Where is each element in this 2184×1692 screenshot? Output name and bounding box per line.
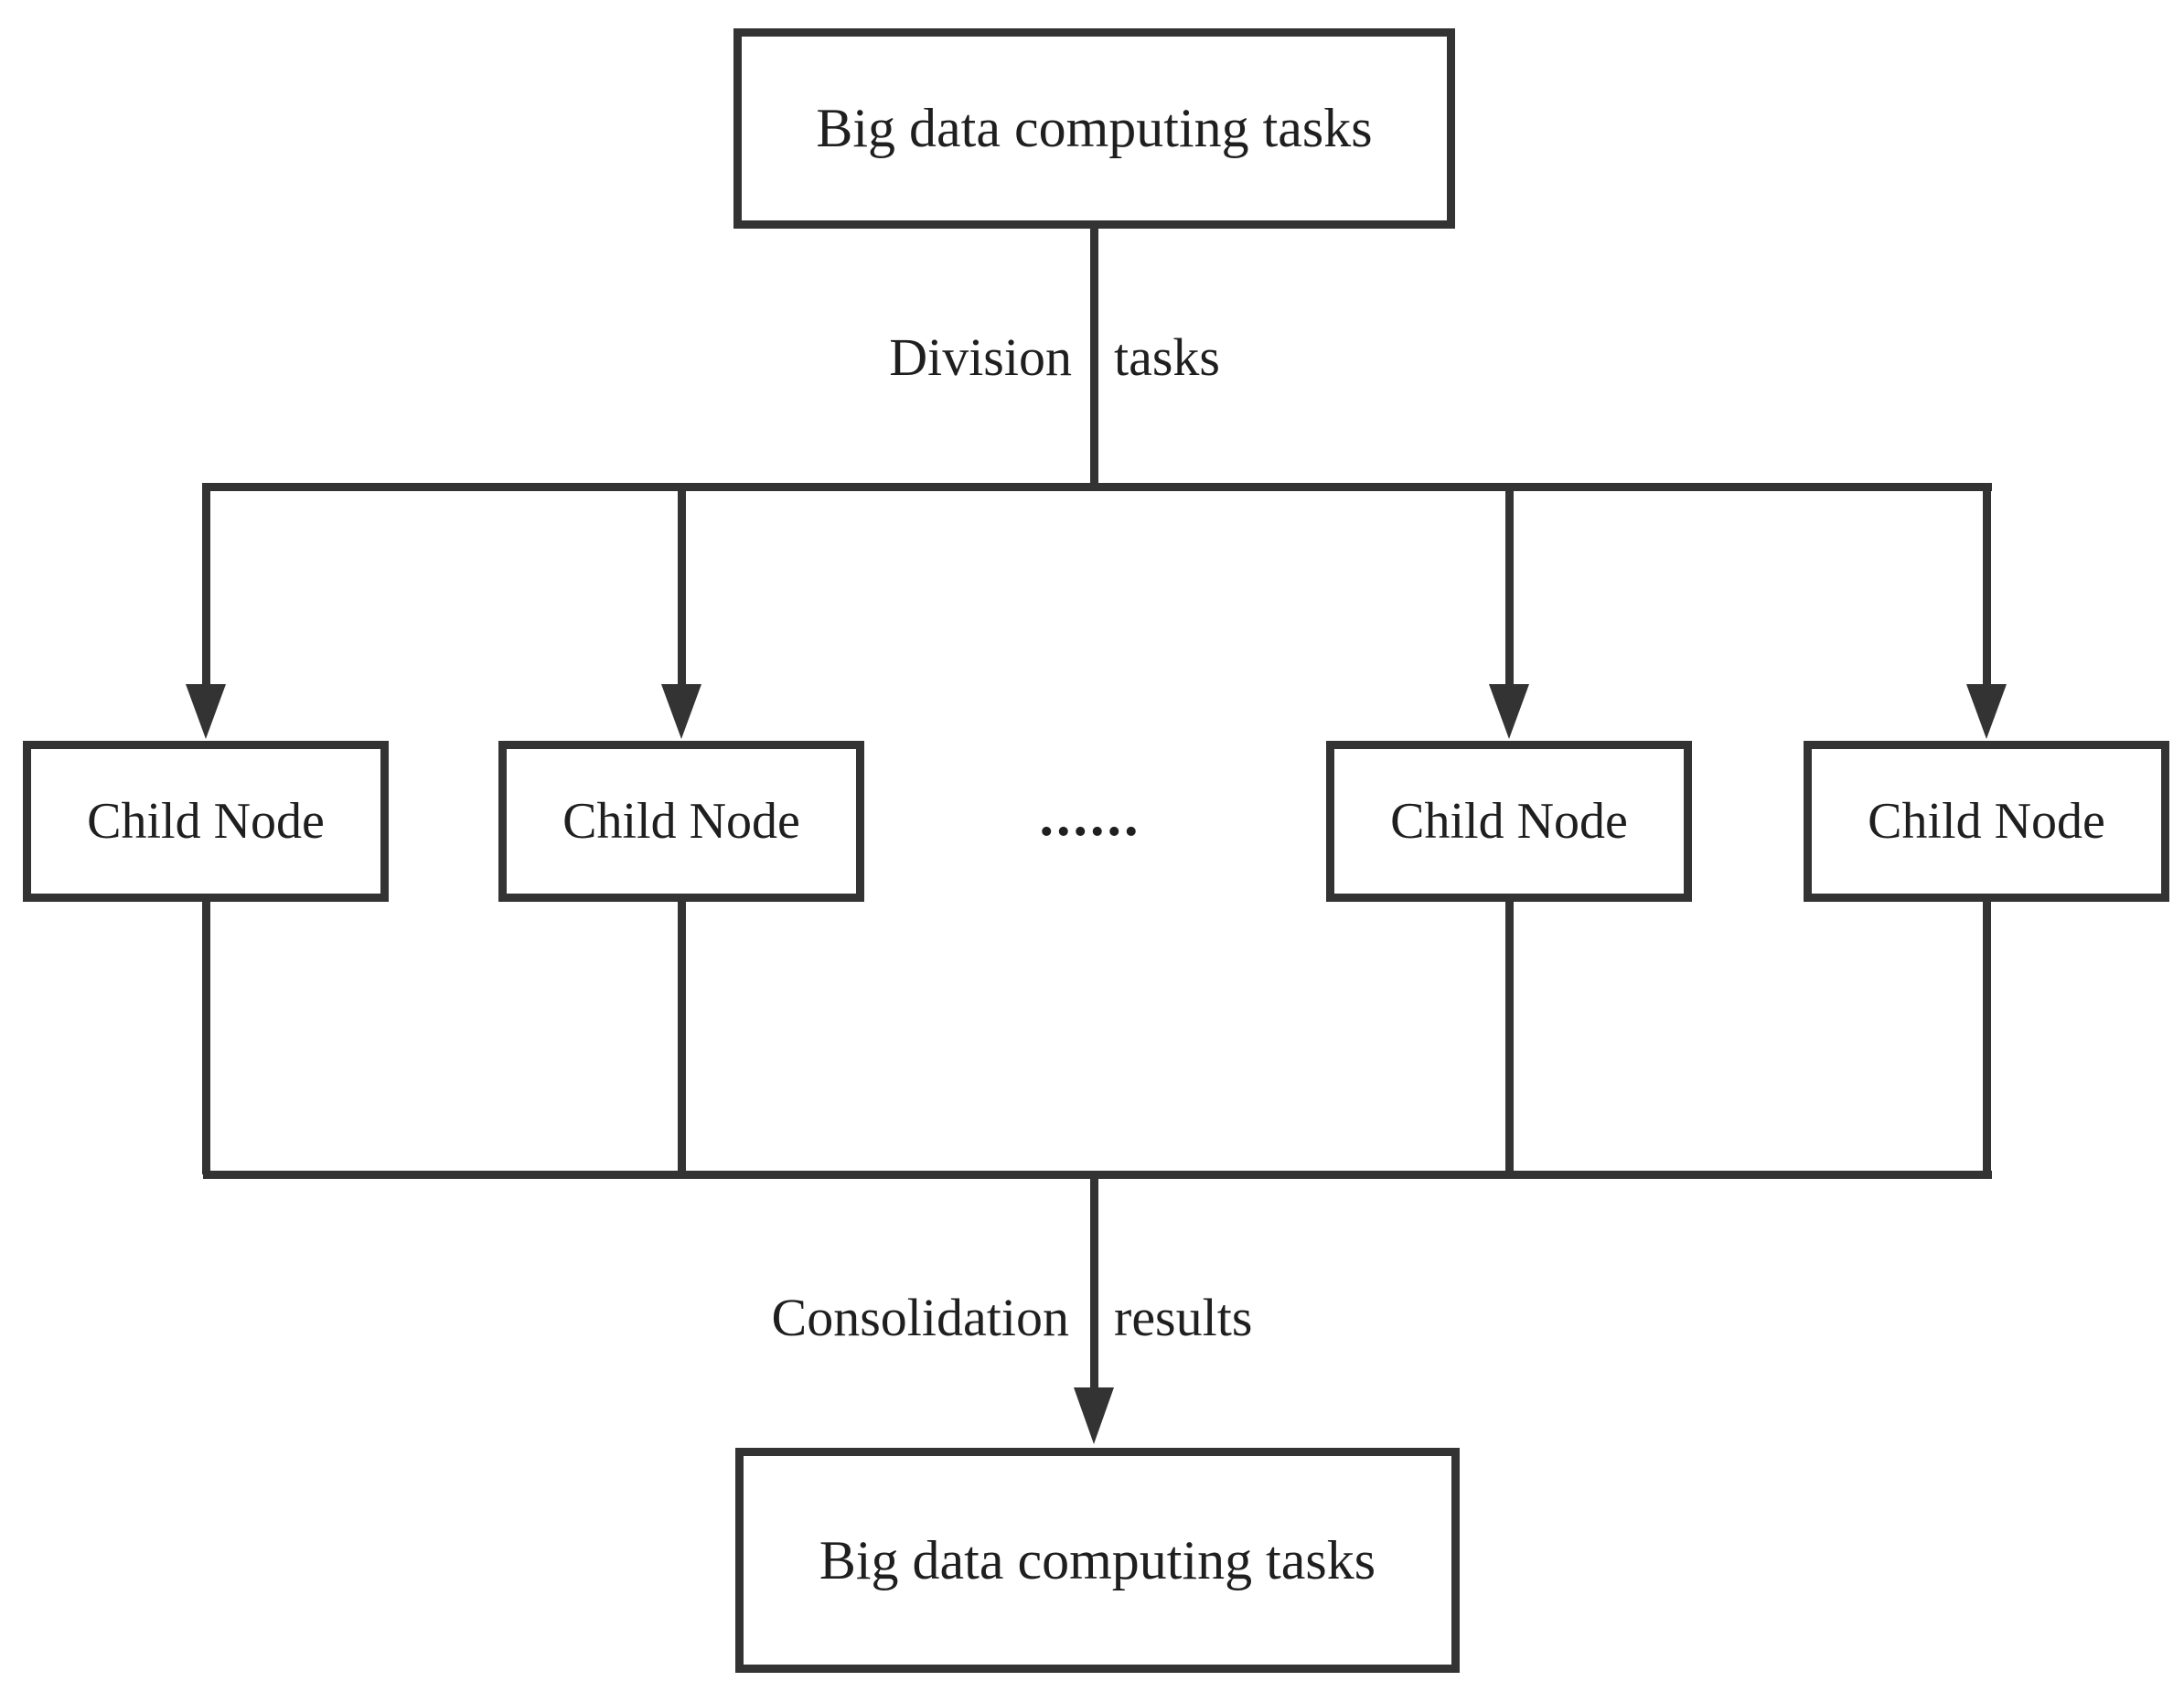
task-arrow-stem-3 <box>1505 483 1514 686</box>
arrow-down-icon <box>1966 684 2007 739</box>
child-return-line-1 <box>202 900 210 1174</box>
child-node-box-1: Child Node <box>23 741 389 902</box>
merge-to-bottom-connector-line <box>1090 1175 1098 1389</box>
child-node-label: Child Node <box>1390 793 1628 850</box>
division-label-left: Division <box>889 327 1072 387</box>
child-node-box-2: Child Node <box>498 741 864 902</box>
child-node-label: Child Node <box>1868 793 2105 850</box>
top-task-box-label: Big data computing tasks <box>816 98 1373 158</box>
child-return-line-2 <box>678 900 686 1174</box>
consolidation-label-right: results <box>1114 1288 1253 1347</box>
ellipsis-label: ...... <box>1039 786 1141 848</box>
consolidation-label-left: Consolidation <box>771 1288 1069 1347</box>
child-return-line-3 <box>1505 900 1514 1174</box>
arrow-down-icon <box>661 684 701 739</box>
child-node-box-4: Child Node <box>1804 741 2169 902</box>
result-merge-line <box>203 1171 1992 1179</box>
arrow-down-icon <box>1074 1387 1114 1444</box>
child-return-line-4 <box>1983 900 1991 1174</box>
arrow-down-icon <box>1489 684 1529 739</box>
child-node-box-3: Child Node <box>1326 741 1692 902</box>
child-node-label: Child Node <box>562 793 800 850</box>
task-arrow-stem-4 <box>1983 483 1991 686</box>
top-to-split-connector-line <box>1090 229 1098 487</box>
child-node-label: Child Node <box>87 793 325 850</box>
bottom-task-box: Big data computing tasks <box>735 1448 1460 1673</box>
task-split-line <box>203 483 1992 491</box>
arrow-down-icon <box>186 684 226 739</box>
task-arrow-stem-1 <box>202 483 210 686</box>
task-arrow-stem-2 <box>678 483 686 686</box>
division-label-right: tasks <box>1114 327 1220 387</box>
bottom-task-box-label: Big data computing tasks <box>819 1529 1376 1590</box>
top-task-box: Big data computing tasks <box>733 28 1455 229</box>
